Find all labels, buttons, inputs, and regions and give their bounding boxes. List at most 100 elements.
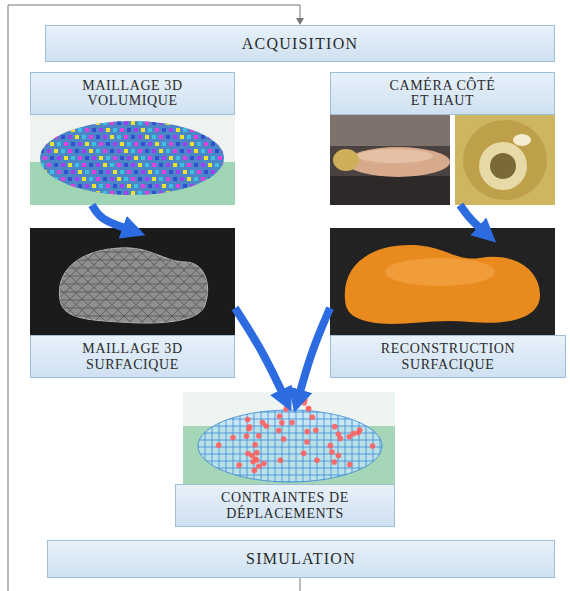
photo-ring <box>479 142 527 190</box>
mesh-element <box>106 184 110 188</box>
mesh-element <box>89 163 93 167</box>
process-box: ACQUISITION <box>45 25 555 62</box>
mesh-element <box>68 191 72 195</box>
mesh-edge <box>152 240 252 335</box>
mesh-element <box>131 135 135 139</box>
mesh-element <box>92 128 96 132</box>
mesh-element <box>82 177 86 181</box>
mesh-element <box>89 121 93 125</box>
photo-background <box>455 114 555 205</box>
mesh-element <box>82 121 86 125</box>
mesh-element <box>190 128 194 132</box>
mesh-element <box>61 163 65 167</box>
mesh-element <box>180 177 184 181</box>
mesh-element <box>138 135 142 139</box>
mesh-element <box>173 121 177 125</box>
grid-lines <box>195 405 385 485</box>
mesh-element <box>85 198 89 202</box>
mesh-edge <box>104 240 204 335</box>
mesh-element <box>204 198 208 202</box>
mesh-element <box>222 135 226 139</box>
mesh-edge <box>50 276 220 277</box>
mesh-element <box>40 163 44 167</box>
mesh-element <box>138 149 142 153</box>
mesh-element <box>64 142 68 146</box>
mesh-element <box>197 142 201 146</box>
constraint-point <box>244 433 250 439</box>
mesh-edge <box>44 240 144 335</box>
mesh-element <box>201 191 205 195</box>
mesh-element <box>96 191 100 195</box>
mesh-edge <box>164 240 264 335</box>
mesh-element <box>218 128 222 132</box>
mesh-element <box>190 184 194 188</box>
mesh-element <box>194 191 198 195</box>
mesh-element <box>96 163 100 167</box>
mesh-element <box>96 135 100 139</box>
mesh-element <box>194 135 198 139</box>
grid-line <box>195 447 385 448</box>
mesh-edge <box>0 240 48 335</box>
mesh-element <box>113 142 117 146</box>
mesh-edge <box>0 240 72 335</box>
mesh-edge <box>0 240 24 335</box>
constraint-point <box>357 427 363 433</box>
mesh-element <box>141 184 145 188</box>
mesh-element <box>61 177 65 181</box>
mesh-element <box>204 170 208 174</box>
mesh-element <box>47 177 51 181</box>
mesh-edge <box>0 240 84 335</box>
constraint-point <box>246 426 252 432</box>
grid-line <box>212 405 213 485</box>
mesh-element <box>215 163 219 167</box>
mesh-element <box>176 128 180 132</box>
mesh-element <box>173 163 177 167</box>
mesh-element <box>159 191 163 195</box>
mesh-element <box>134 184 138 188</box>
mesh-element <box>215 177 219 181</box>
mesh-edge <box>104 240 204 335</box>
grid-line <box>289 405 290 485</box>
constraint-point <box>306 406 312 412</box>
constraint-point <box>346 434 352 440</box>
mesh-element <box>211 156 215 160</box>
mesh-element <box>145 191 149 195</box>
mesh-element <box>148 170 152 174</box>
mesh-element <box>180 163 184 167</box>
label-box: MAILLAGE 3D VOLUMIQUE <box>30 72 235 115</box>
grid-line <box>195 461 385 462</box>
mesh-element <box>176 198 180 202</box>
photo-object <box>333 149 359 171</box>
process-box: CAMÉRA CÔTÉ ET HAUT <box>330 72 555 205</box>
mesh-element <box>218 184 222 188</box>
grid-line <box>226 405 227 485</box>
mesh-element <box>54 163 58 167</box>
mesh-element <box>162 184 166 188</box>
mesh-element <box>78 198 82 202</box>
mesh-edge <box>0 240 84 335</box>
mesh-element <box>180 135 184 139</box>
node-label: MAILLAGE 3D SURFACIQUE <box>58 341 208 372</box>
mesh-element <box>187 191 191 195</box>
mesh-edge <box>140 240 240 335</box>
scene-background <box>183 392 395 485</box>
mesh-edge <box>8 240 108 335</box>
mesh-element <box>85 170 89 174</box>
mesh-element <box>127 198 131 202</box>
mesh-element <box>127 128 131 132</box>
mesh-element <box>155 156 159 160</box>
process-box: MAILLAGE 3D VOLUMIQUE <box>30 72 235 205</box>
mesh-element <box>50 156 54 160</box>
mesh-element <box>131 121 135 125</box>
mesh-element <box>201 121 205 125</box>
mesh-element <box>169 156 173 160</box>
mesh-element <box>117 121 121 125</box>
mesh-element <box>43 156 47 160</box>
label-box: CAMÉRA CÔTÉ ET HAUT <box>330 72 555 115</box>
mesh-element <box>145 135 149 139</box>
mesh-edge <box>8 240 108 335</box>
mesh-element <box>218 156 222 160</box>
mesh-element <box>218 170 222 174</box>
mesh-element <box>120 156 124 160</box>
